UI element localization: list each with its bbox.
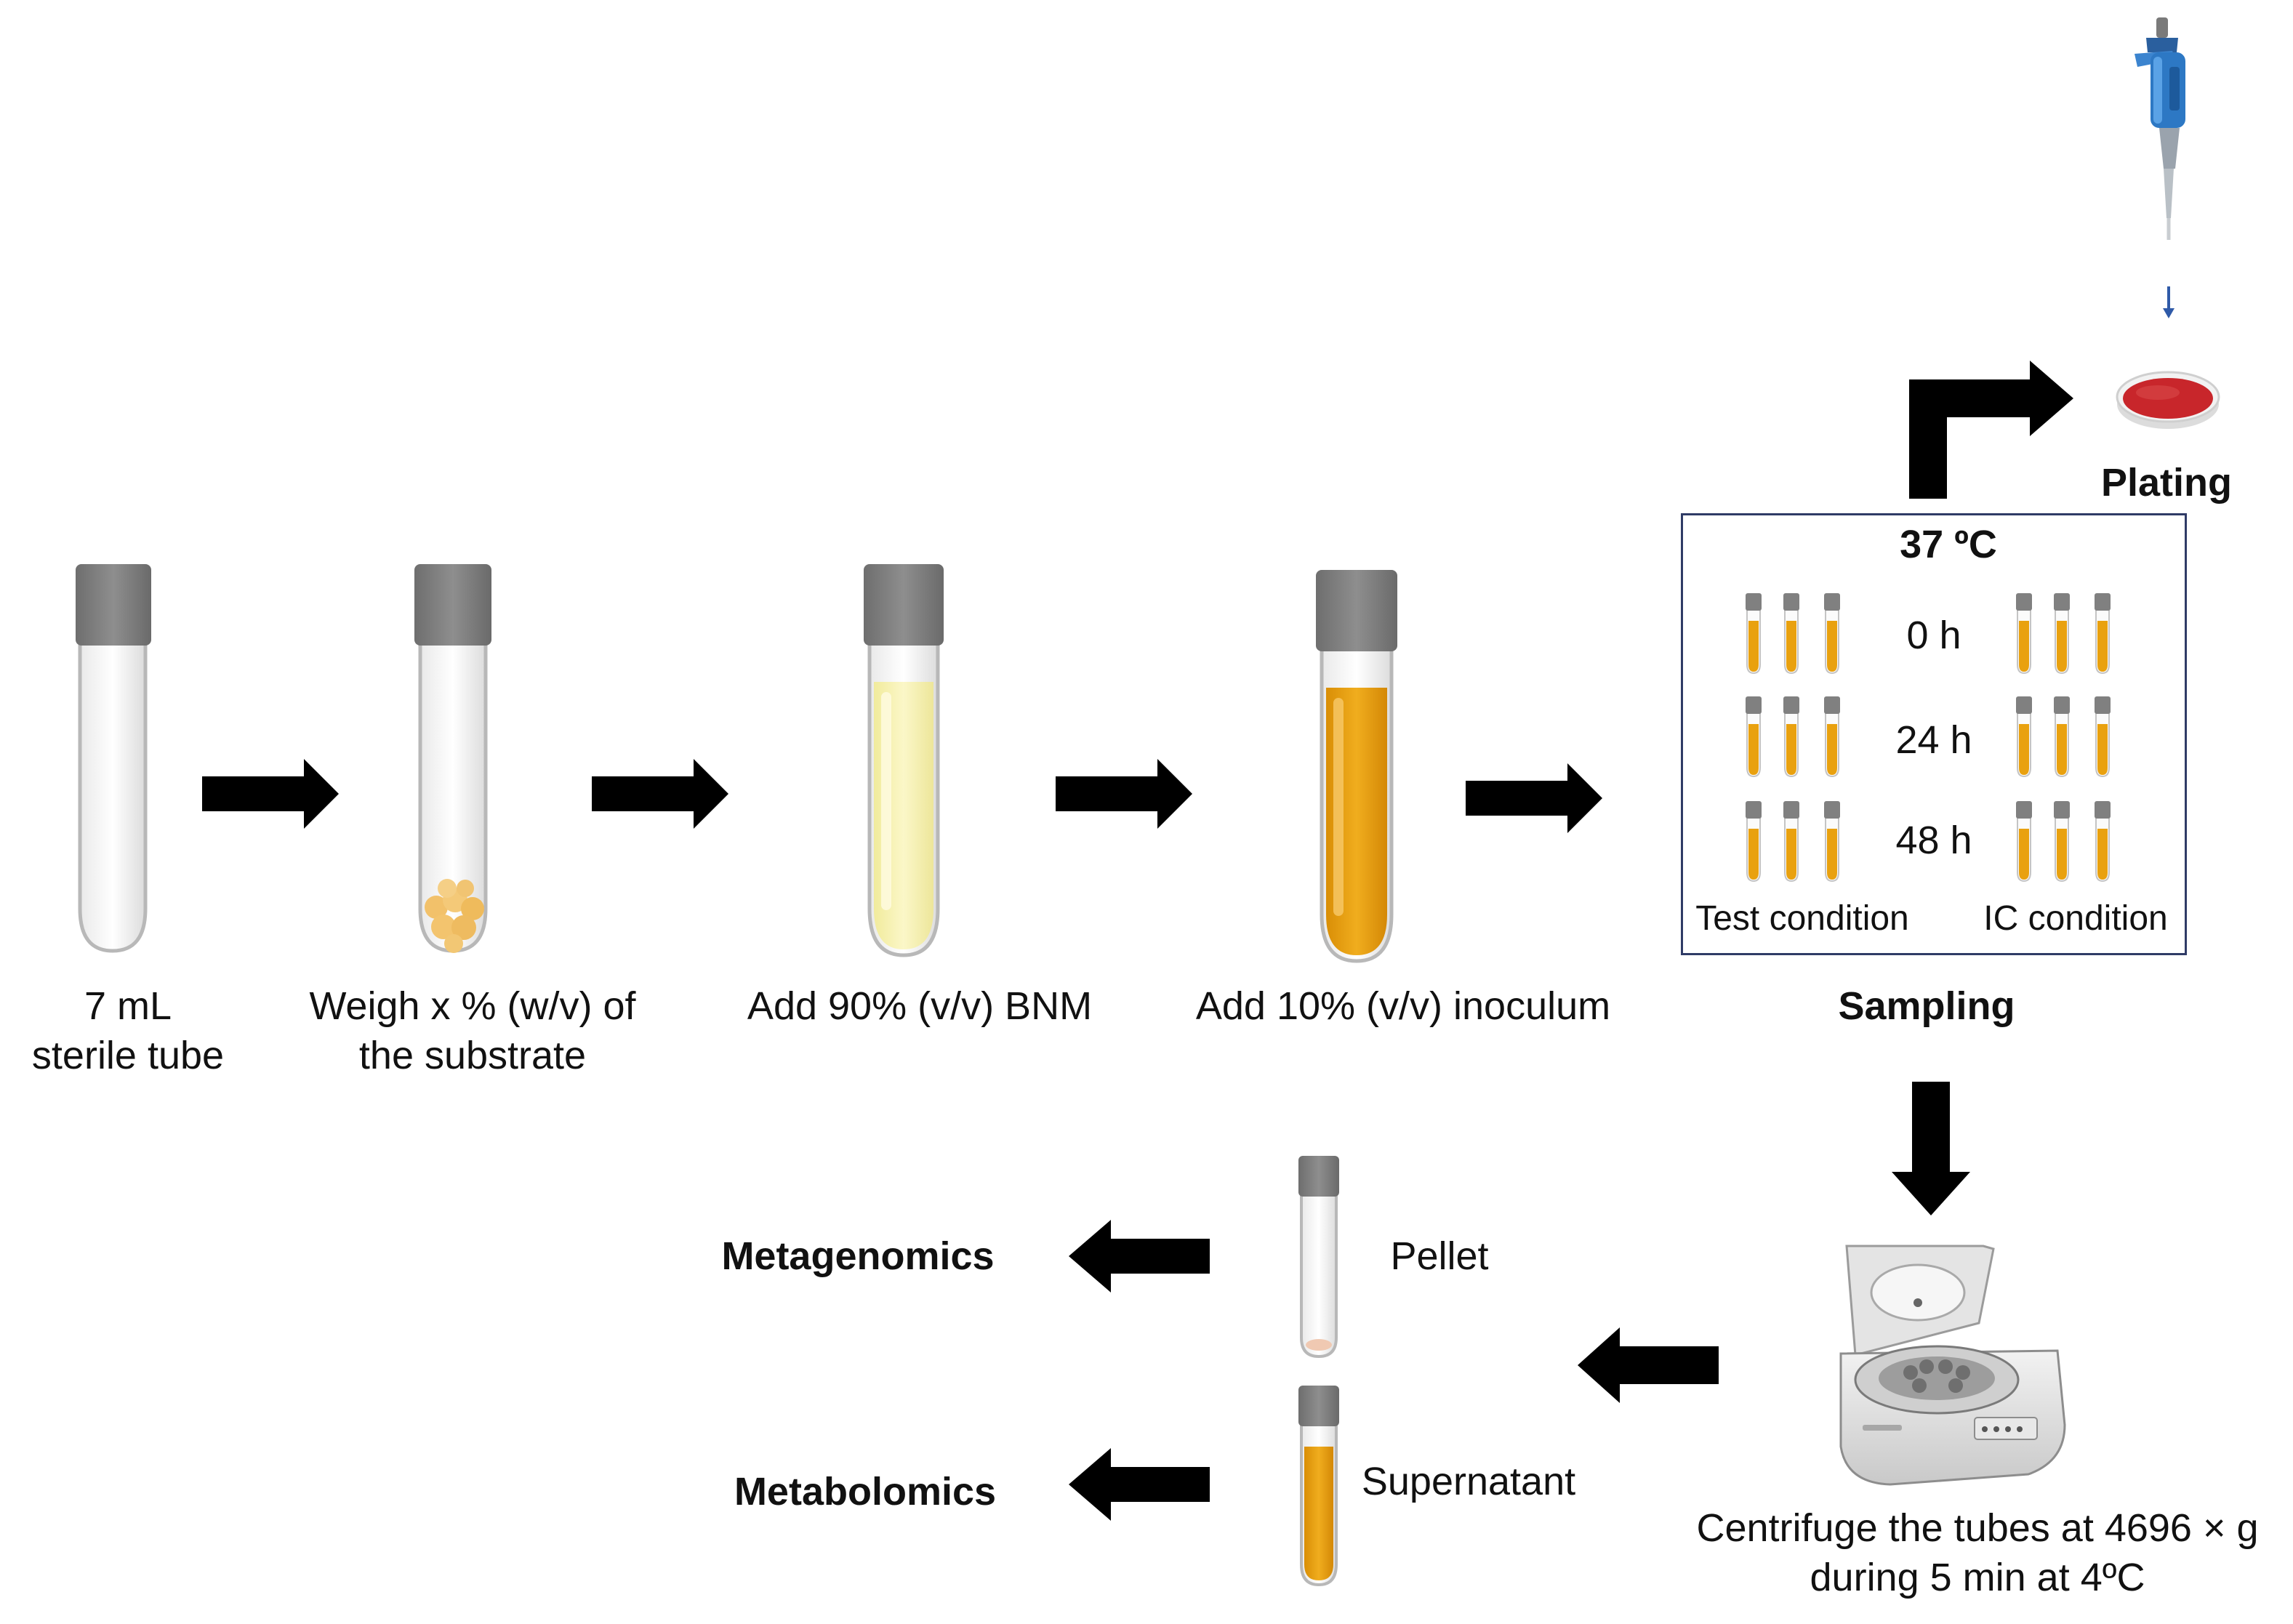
sampling-tubes	[1746, 593, 2111, 883]
substrate-tube-icon	[414, 564, 491, 953]
mini-tube-icon	[1746, 801, 1762, 883]
arrow-right-icon	[1466, 763, 1602, 833]
step1-label: 7 mL sterile tube	[0, 981, 256, 1080]
mini-tube-icon	[2095, 593, 2111, 675]
centrifuge-line1: Centrifuge the tubes at 4696 × g	[1696, 1506, 2259, 1550]
arrow-right-icon	[1056, 759, 1192, 829]
sampling-box	[1681, 513, 2187, 955]
time-0h: 0 h	[1906, 614, 1961, 657]
mini-tube-icon	[2095, 696, 2111, 778]
centrifuge-label: Centrifuge the tubes at 4696 × g during …	[1665, 1503, 2290, 1602]
sampling-title: Sampling	[1838, 984, 2015, 1028]
mini-tube-icon	[2054, 696, 2070, 778]
ic-condition-label: IC condition	[1983, 899, 2168, 938]
arrow-right-icon	[202, 759, 339, 829]
elbow-arrow-icon	[1909, 361, 2073, 499]
arrow-left-icon	[1578, 1327, 1719, 1403]
step4-label: Add 10% (v/v) inoculum	[1195, 984, 1611, 1028]
substrate-granules-icon	[425, 879, 484, 953]
step2-line1: Weigh x % (w/v) of	[309, 984, 636, 1028]
inoculum-tube-icon	[1316, 570, 1397, 963]
mini-tube-icon	[2016, 801, 2032, 883]
mini-tube-icon	[2054, 593, 2070, 675]
mini-tube-icon	[1746, 593, 1762, 675]
pellet-tube-icon	[1298, 1156, 1339, 1359]
arrow-down-icon	[1892, 1082, 1970, 1215]
step1-line1: 7 mL	[84, 984, 172, 1028]
step2-line2: the substrate	[358, 1034, 587, 1077]
mini-tube-icon	[1824, 801, 1840, 883]
mini-tube-icon	[1746, 696, 1762, 778]
metabolomics-label: Metabolomics	[734, 1470, 997, 1514]
sampling-temperature: 37 ºC	[1900, 523, 1997, 566]
mini-tube-icon	[1783, 801, 1799, 883]
time-48h: 48 h	[1895, 819, 1972, 862]
plating-label: Plating	[2100, 461, 2232, 505]
time-24h: 24 h	[1895, 718, 1972, 762]
sterile-tube-icon	[76, 564, 151, 953]
arrow-right-icon	[592, 759, 728, 829]
test-condition-label: Test condition	[1695, 899, 1909, 938]
step3-label: Add 90% (v/v) BNM	[747, 984, 1093, 1028]
mini-tube-icon	[2016, 593, 2032, 675]
arrow-left-icon	[1069, 1220, 1210, 1293]
petri-dish-icon	[2116, 371, 2220, 429]
supernatant-label: Supernatant	[1361, 1460, 1576, 1503]
mini-tube-icon	[1824, 593, 1840, 675]
step2-label: Weigh x % (w/v) of the substrate	[276, 981, 669, 1080]
centrifuge-line2: during 5 min at 4ºC	[1810, 1556, 2145, 1599]
mini-tube-icon	[2016, 696, 2032, 778]
centrifuge-icon	[1839, 1245, 2066, 1486]
supernatant-tube-icon	[1298, 1386, 1339, 1587]
metagenomics-label: Metagenomics	[721, 1234, 995, 1278]
pellet-label: Pellet	[1390, 1234, 1489, 1278]
bnm-tube-icon	[864, 564, 944, 957]
mini-tube-icon	[2054, 801, 2070, 883]
arrow-left-icon	[1069, 1448, 1210, 1521]
step1-line2: sterile tube	[31, 1034, 225, 1077]
mini-tube-icon	[2095, 801, 2111, 883]
mini-tube-icon	[1824, 696, 1840, 778]
mini-tube-icon	[1783, 593, 1799, 675]
mini-tube-icon	[1783, 696, 1799, 778]
pipette-icon	[2135, 17, 2185, 318]
